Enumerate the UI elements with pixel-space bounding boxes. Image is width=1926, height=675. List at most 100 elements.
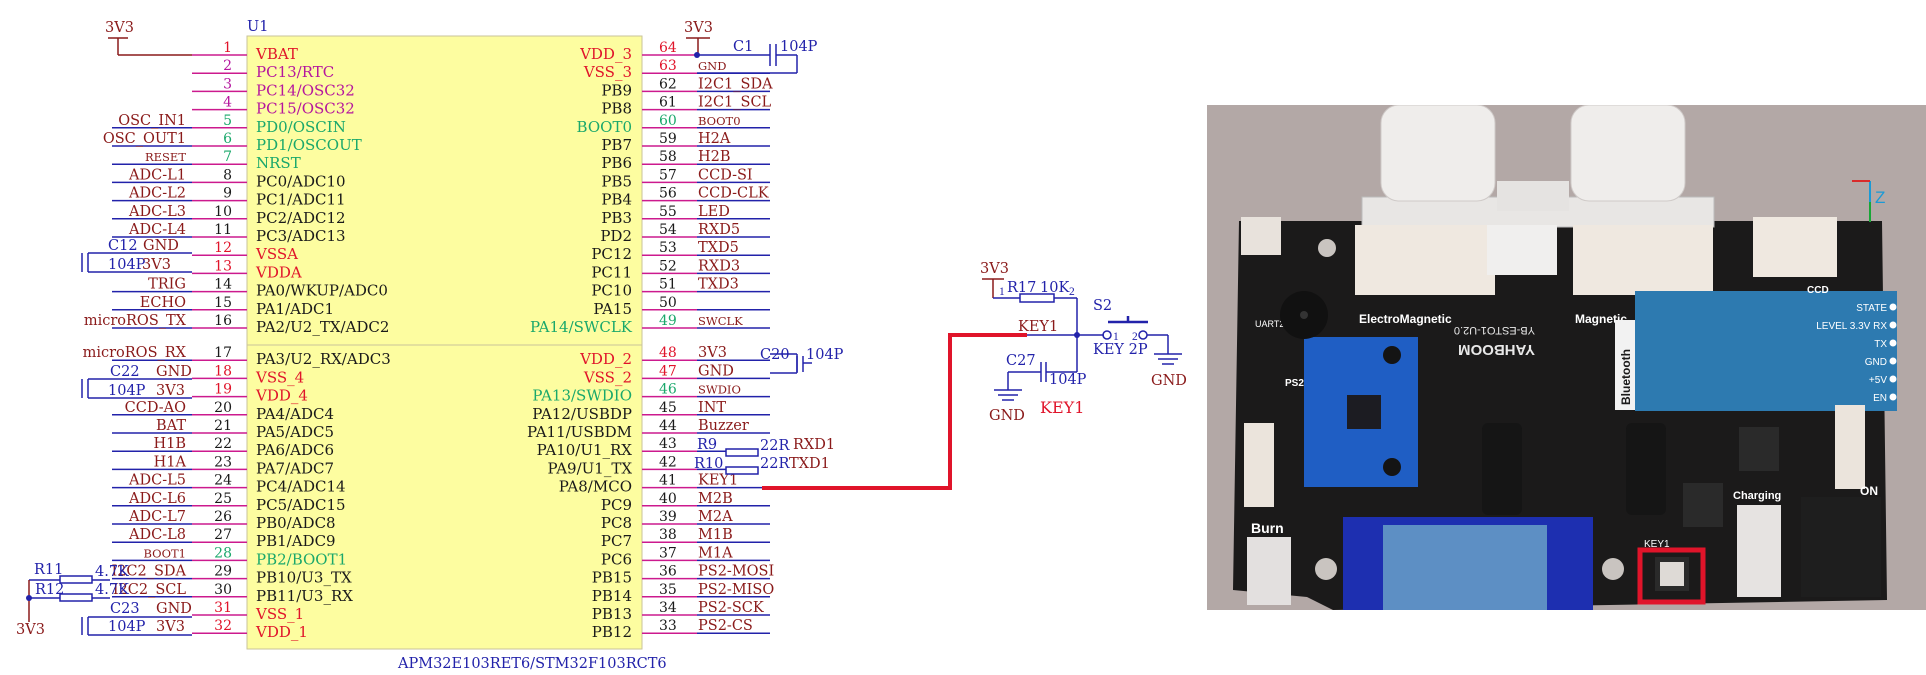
net-label: I2C1_SCL bbox=[698, 95, 772, 111]
pin-number: 52 bbox=[659, 258, 677, 274]
pin-name: PC13/RTC bbox=[256, 63, 334, 81]
pin-number: 62 bbox=[659, 76, 677, 92]
s2-value: KEY 2P bbox=[1093, 342, 1148, 358]
net-label: TRIG bbox=[148, 277, 186, 293]
net-label: GND bbox=[698, 363, 734, 379]
c27-value: 104P bbox=[1049, 372, 1087, 388]
net-label: RXD5 bbox=[698, 222, 740, 238]
board-label-on: ON bbox=[1860, 484, 1878, 498]
pin-name: PC14/OSC32 bbox=[256, 81, 355, 99]
pin-number: 37 bbox=[659, 545, 677, 561]
net-label: TXD5 bbox=[698, 240, 739, 256]
net-label: I2C2_SCL bbox=[113, 582, 187, 598]
net-label: SWDIO bbox=[698, 383, 741, 397]
net-label: I2C1_SDA bbox=[698, 76, 773, 92]
pin-name: PB2/BOOT1 bbox=[256, 550, 347, 568]
board-label-bluetooth: Bluetooth bbox=[1619, 349, 1633, 405]
pin-number: 12 bbox=[214, 240, 232, 256]
pin-number: 47 bbox=[659, 363, 677, 379]
vcc-vbat bbox=[108, 37, 192, 56]
pin-name: PA13/SWDIO bbox=[532, 387, 632, 405]
bluetooth-pin-pad bbox=[1889, 303, 1897, 311]
net-label: ADC-L2 bbox=[128, 186, 186, 202]
pin-name: PB5 bbox=[601, 172, 632, 190]
pin-number: 38 bbox=[659, 527, 677, 543]
r10-value: 22R bbox=[760, 456, 790, 472]
pin-number: 7 bbox=[223, 149, 232, 165]
s2-label: S2 bbox=[1093, 298, 1112, 314]
connector-electromagnetic bbox=[1355, 225, 1495, 295]
pin-number: 4 bbox=[223, 95, 232, 111]
pin-number: 18 bbox=[214, 363, 232, 379]
pin-number: 25 bbox=[214, 491, 232, 507]
bluetooth-pin-pad bbox=[1889, 321, 1897, 329]
pin-number: 16 bbox=[214, 313, 232, 329]
r12-value: 4.7K bbox=[95, 582, 130, 598]
pin-number: 23 bbox=[214, 454, 232, 470]
pin-name: PC7 bbox=[601, 532, 632, 550]
pin-number: 29 bbox=[214, 564, 232, 580]
pin-name: PA10/U1_RX bbox=[537, 441, 633, 459]
pin-name: PC12 bbox=[591, 245, 632, 263]
c27-label: C27 bbox=[1006, 353, 1036, 369]
r9-label: R9 bbox=[697, 437, 717, 453]
pin-number: 14 bbox=[214, 277, 232, 293]
net-label: microROS_TX bbox=[84, 313, 187, 329]
pin-name: VBAT bbox=[255, 45, 298, 63]
board-render-svg: Z ElectroMagnetic Magnetic UART2 YAHBOOM… bbox=[1207, 104, 1926, 611]
pin-number: 51 bbox=[659, 277, 677, 293]
pin-name: VSS_2 bbox=[583, 368, 632, 386]
key1-net-label: KEY1 bbox=[1018, 319, 1058, 335]
junction-dot bbox=[694, 52, 700, 58]
net-label: ECHO bbox=[140, 295, 186, 311]
pin-number: 50 bbox=[659, 295, 677, 311]
pin-number: 57 bbox=[659, 167, 677, 183]
net-label: PS2-MOSI bbox=[698, 564, 774, 580]
bluetooth-pin-label: +5V bbox=[1869, 375, 1887, 386]
net-label: ADC-L6 bbox=[128, 491, 186, 507]
pin-number: 58 bbox=[659, 149, 677, 165]
pin-name: VDD_3 bbox=[579, 45, 632, 63]
board-label-key1: KEY1 bbox=[1644, 539, 1670, 550]
c23-cap bbox=[81, 616, 192, 636]
pin-number: 1 bbox=[223, 40, 232, 56]
bluetooth-pin-label: STATE bbox=[1856, 303, 1887, 314]
net-label: H2B bbox=[698, 149, 731, 165]
mount-hole-bottom-right bbox=[1602, 558, 1624, 580]
net-label: M2A bbox=[698, 509, 733, 525]
pin-number: 21 bbox=[214, 418, 232, 434]
pin-number: 64 bbox=[659, 40, 677, 56]
c22-vcc: 3V3 bbox=[156, 383, 185, 399]
pin-name: PC2/ADC12 bbox=[256, 209, 346, 227]
board-label-ccd: CCD bbox=[1807, 285, 1829, 296]
pin-name: PA5/ADC5 bbox=[256, 423, 334, 441]
pin-number: 27 bbox=[214, 527, 232, 543]
vcc-vdd3 bbox=[686, 37, 798, 74]
net-label: BOOT0 bbox=[698, 114, 741, 128]
mount-hole-top-left bbox=[1318, 239, 1336, 257]
pin-name: VSS_3 bbox=[583, 63, 632, 81]
pin-number: 39 bbox=[659, 509, 677, 525]
pin-number: 56 bbox=[659, 186, 677, 202]
board-brand: YAHBOOM bbox=[1458, 341, 1535, 358]
net-label: I2C2_SDA bbox=[111, 564, 186, 580]
ultrasonic-center bbox=[1497, 181, 1569, 211]
net-label: 3V3 bbox=[698, 345, 727, 361]
pin-name: NRST bbox=[256, 154, 301, 172]
pin-number: 11 bbox=[214, 222, 232, 238]
c22-value: 104P bbox=[108, 383, 146, 399]
net-label: H1A bbox=[154, 454, 187, 470]
pin-number: 13 bbox=[214, 258, 232, 274]
pin-name: PA4/ADC4 bbox=[256, 405, 334, 423]
oled-screen bbox=[1383, 525, 1547, 611]
r11-r12-pullups bbox=[28, 575, 110, 622]
pin-number: 46 bbox=[659, 382, 677, 398]
pin-name: PA15 bbox=[593, 300, 632, 318]
pin-name: PB3 bbox=[601, 209, 632, 227]
c12-label: C12 bbox=[108, 238, 138, 254]
net-label: Buzzer bbox=[698, 418, 749, 434]
net-label: INT bbox=[698, 400, 726, 416]
c1-value: 104P bbox=[780, 39, 818, 55]
net-label: CCD-AO bbox=[125, 400, 186, 416]
